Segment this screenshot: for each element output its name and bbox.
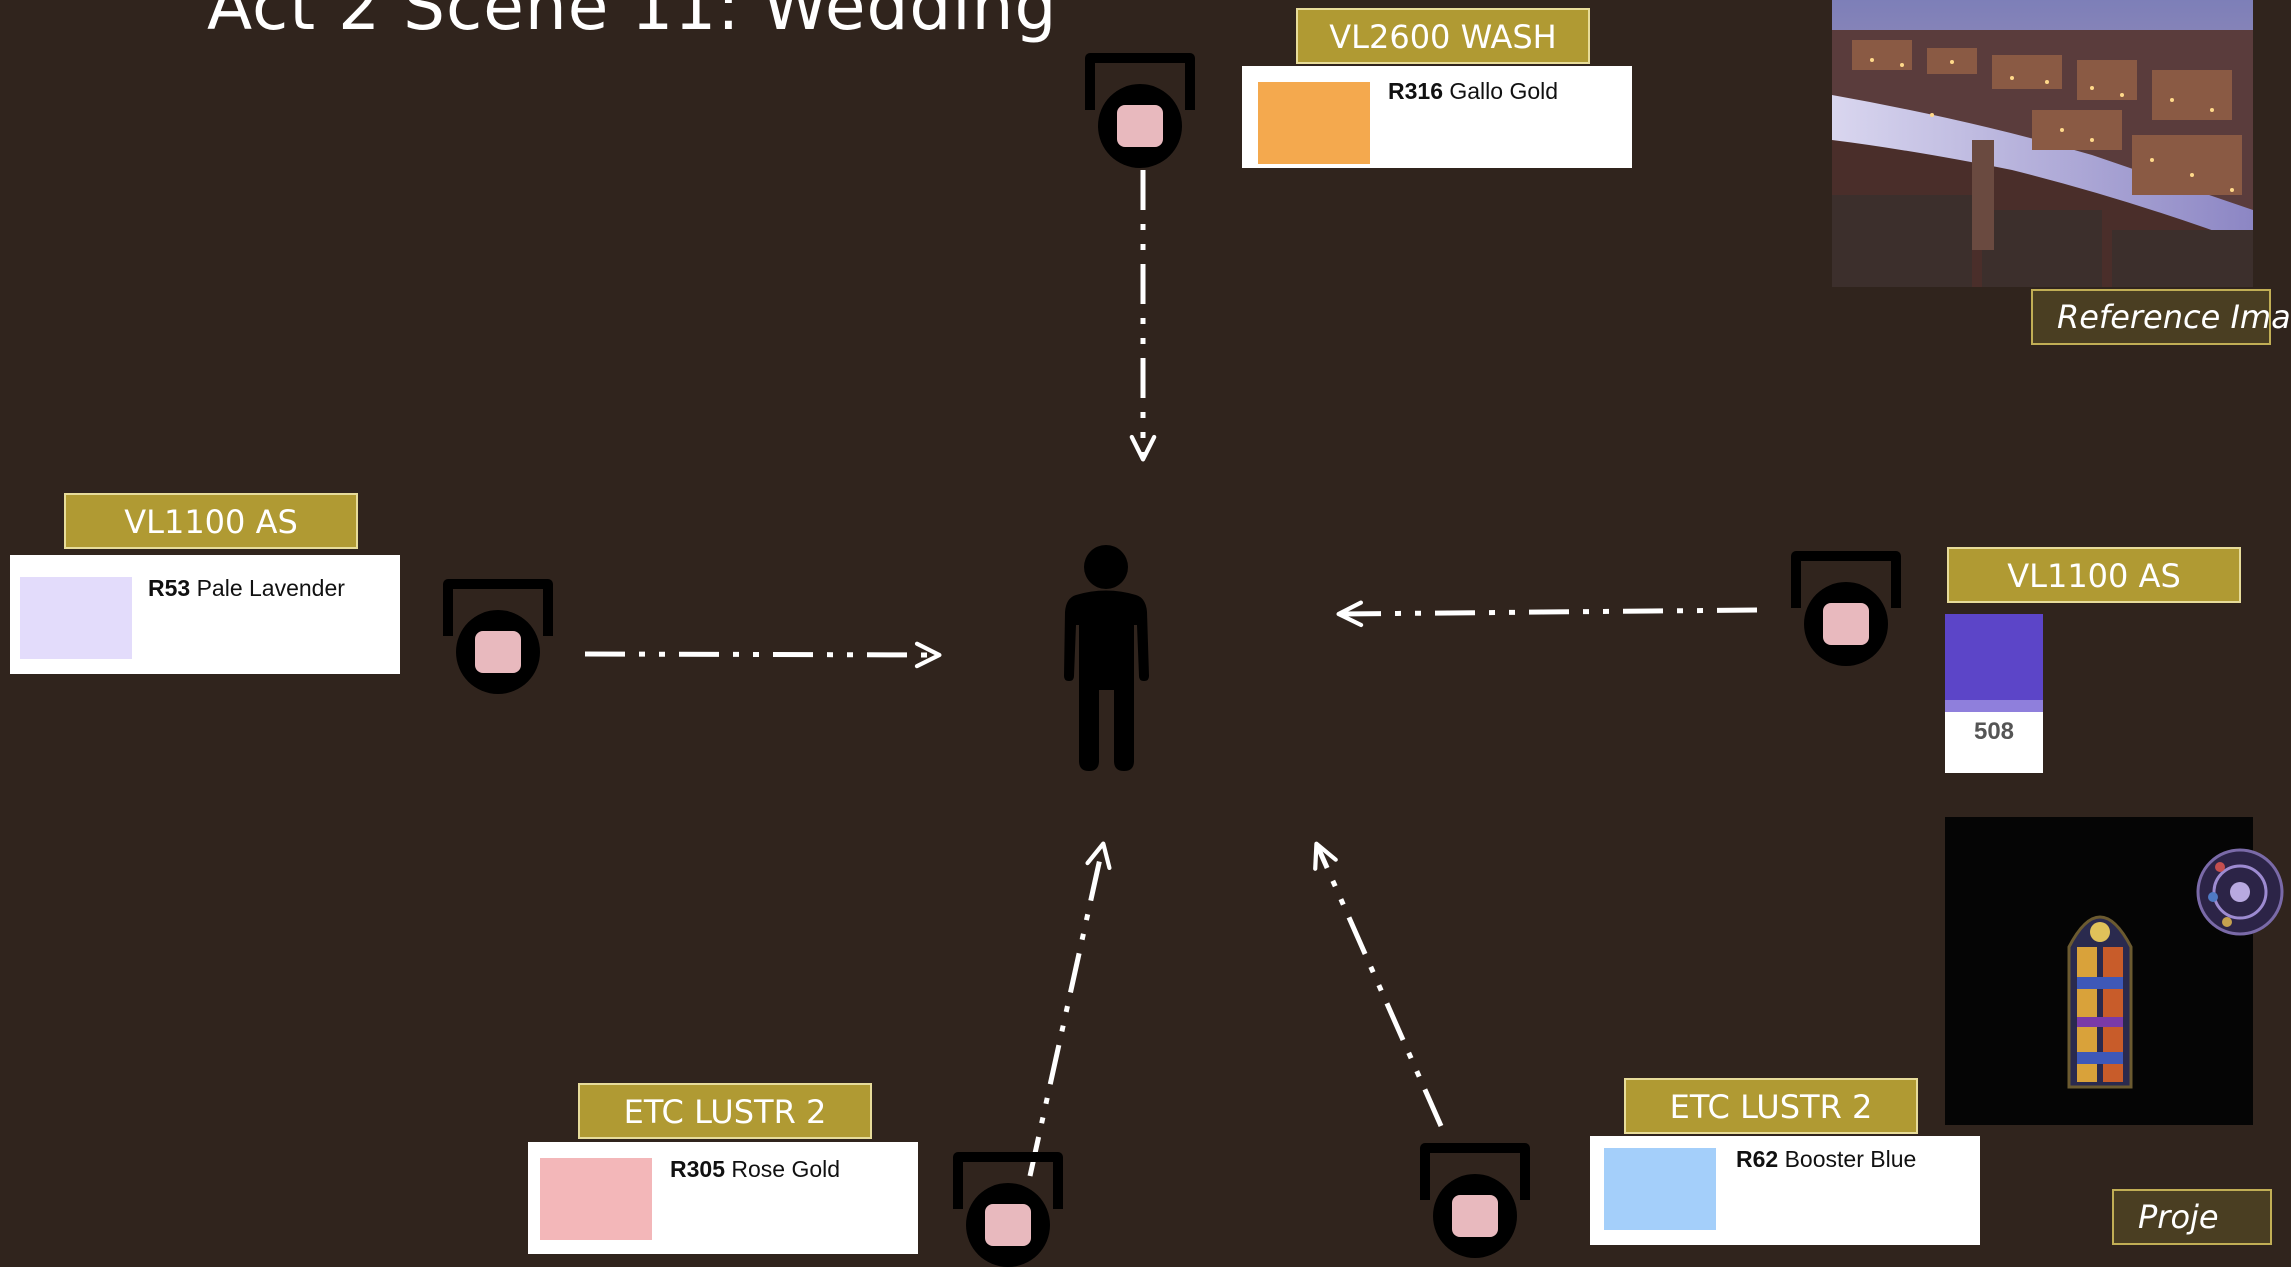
- moving-light-icon: [1791, 551, 1901, 666]
- gel-text-left: R53 Pale Lavender: [148, 575, 345, 602]
- gel-code: R316: [1388, 78, 1443, 104]
- gel-text-bottom-right: R62 Booster Blue: [1736, 1146, 1916, 1173]
- fixture-label-bottom-left: ETC LUSTR 2: [578, 1083, 872, 1139]
- moving-light-icon: [1085, 53, 1195, 168]
- beam-arrow-left: [584, 641, 942, 669]
- scene-title: Act 2 Scene 11: Wedding: [207, 0, 1058, 45]
- gel-swatch-bottom-right: [1604, 1148, 1716, 1230]
- beam-arrow-bottom-left: [1027, 841, 1112, 1177]
- beam-arrow-right: [1336, 600, 1758, 628]
- gel-text-bottom-left: R305 Rose Gold: [670, 1156, 840, 1183]
- beam-arrow-bottom-right: [1313, 841, 1444, 1128]
- color-chip-right: 508: [1945, 614, 2043, 773]
- gel-text-top: R316 Gallo Gold: [1388, 78, 1558, 105]
- moving-light-icon: [1420, 1143, 1530, 1258]
- gel-name: Rose Gold: [731, 1156, 841, 1182]
- rose-window: [2196, 848, 2284, 936]
- chip-band: [1945, 700, 2043, 712]
- fixture-label-bottom-right: ETC LUSTR 2: [1624, 1078, 1918, 1134]
- fixture-label-left: VL1100 AS: [64, 493, 358, 549]
- projection-label: Proje: [2112, 1189, 2272, 1245]
- gel-code: R53: [148, 575, 191, 601]
- fixture-label-top: VL2600 WASH: [1296, 8, 1590, 64]
- chip-number: 508: [1973, 718, 2015, 745]
- fixture-label-right: VL1100 AS: [1947, 547, 2241, 603]
- projection-image: [1945, 817, 2284, 1125]
- gel-card-bottom-right: R62 Booster Blue: [1590, 1136, 1980, 1245]
- person-icon: [1064, 545, 1149, 771]
- gel-swatch-bottom-left: [540, 1158, 652, 1240]
- gel-name: Gallo Gold: [1449, 78, 1559, 104]
- moving-light-icon: [443, 579, 553, 694]
- gel-swatch-left: [20, 577, 132, 659]
- gel-card-top: R316 Gallo Gold: [1242, 66, 1632, 168]
- gel-card-left: R53 Pale Lavender: [10, 555, 400, 674]
- gel-name: Pale Lavender: [196, 575, 345, 601]
- reference-image-label: Reference Ima: [2031, 289, 2291, 345]
- gel-code: R62: [1736, 1146, 1779, 1172]
- gel-code: R305: [670, 1156, 725, 1182]
- chip-color: [1945, 614, 2043, 700]
- gel-swatch-top: [1258, 82, 1370, 164]
- gel-card-bottom-left: R305 Rose Gold: [528, 1142, 918, 1254]
- reference-image: [1832, 0, 2253, 287]
- moving-light-icon: [953, 1152, 1063, 1267]
- stained-glass-window: [2067, 915, 2133, 1089]
- gel-name: Booster Blue: [1784, 1146, 1917, 1172]
